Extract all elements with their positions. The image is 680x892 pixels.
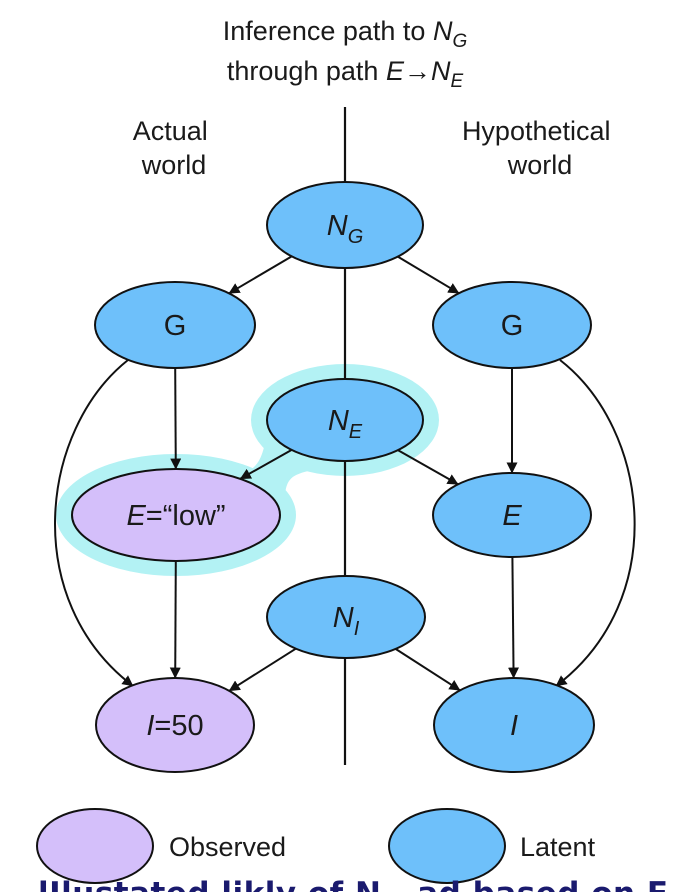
node-ng: NG — [266, 181, 424, 269]
node-gr: G — [432, 281, 592, 369]
node-label: E — [502, 500, 522, 532]
actual-world-label: Actual world — [133, 116, 216, 180]
node-er: E — [432, 472, 592, 558]
edge-gl-to-il — [54, 359, 134, 687]
node-label: NI — [333, 602, 360, 640]
legend-latent-swatch — [388, 808, 506, 884]
edge-gl-to-el — [170, 367, 182, 470]
legend-observed-swatch — [36, 808, 154, 884]
node-ellipse-latent — [266, 575, 426, 659]
title-line-2: through path E→NE — [227, 56, 464, 92]
edges — [54, 255, 636, 692]
node-ellipse-latent — [266, 378, 424, 462]
edge-er-to-ir — [507, 556, 519, 679]
edge-gr-to-ir — [555, 359, 636, 687]
node-el: E=“low” — [71, 468, 281, 562]
hypothetical-world-label: Hypothetical world — [462, 116, 618, 180]
figure-caption: lIlustated likly of N.. ad based on E,.b — [38, 876, 680, 892]
node-label: E=“low” — [126, 500, 225, 532]
edge-el-to-il — [169, 560, 181, 679]
node-ellipse-latent — [266, 181, 424, 269]
node-label: I — [510, 710, 518, 742]
node-ellipse-latent — [432, 472, 592, 558]
node-ellipse-latent — [94, 281, 256, 369]
node-ellipse-observed — [71, 468, 281, 562]
nodes: NG G G NE E=“low” E NI I=50 I — [71, 181, 595, 773]
node-ellipse-latent — [432, 281, 592, 369]
node-label: I=50 — [146, 710, 203, 742]
legend: Observed Latent — [36, 808, 596, 884]
edge-ne-to-er — [397, 449, 459, 486]
node-label: G — [501, 310, 524, 342]
legend-latent-label: Latent — [520, 832, 596, 862]
caption-clipped: lIlustated likly of N.. ad based on E,.b — [0, 872, 680, 892]
node-label: G — [164, 310, 187, 342]
node-ni: NI — [266, 575, 426, 659]
node-il: I=50 — [95, 677, 255, 773]
edge-ne-to-el — [239, 449, 293, 480]
edge-ni-to-il — [228, 647, 297, 692]
node-ir: I — [433, 677, 595, 773]
edge-ng-to-gr — [397, 255, 460, 295]
node-gl: G — [94, 281, 256, 369]
title-line-1: Inference path to NG — [223, 16, 467, 52]
node-ne: NE — [266, 378, 424, 462]
node-label: NE — [328, 405, 363, 443]
edge-ni-to-ir — [395, 648, 461, 692]
node-label: NG — [327, 210, 364, 248]
node-ellipse-latent — [433, 677, 595, 773]
node-ellipse-observed — [95, 677, 255, 773]
legend-observed-label: Observed — [169, 832, 286, 862]
edge-ng-to-gl — [228, 255, 293, 295]
